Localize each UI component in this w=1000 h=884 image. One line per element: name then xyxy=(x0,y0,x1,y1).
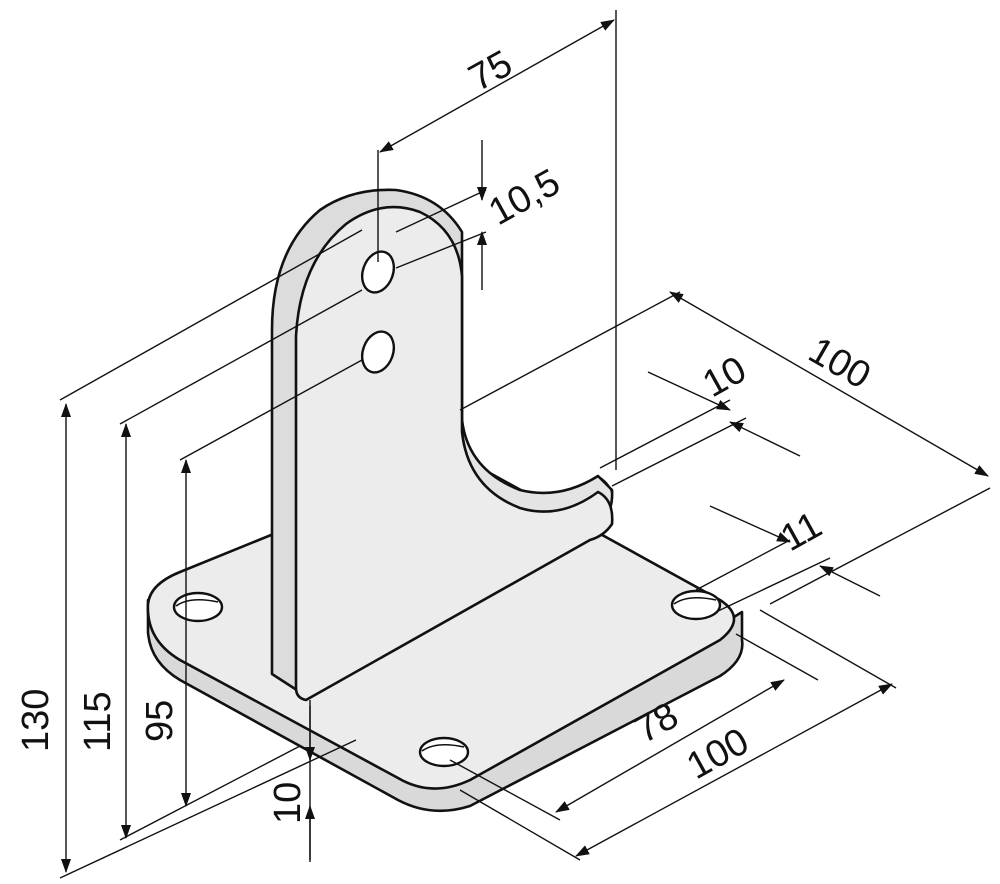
dimension-labels: 75 10,5 100 10 11 78 100 10 130 115 95 xyxy=(15,43,877,824)
dim-label-top-width: 75 xyxy=(462,43,519,100)
upright-hole-lower xyxy=(360,330,396,374)
base-hole-left xyxy=(172,591,224,623)
dim-line-75 xyxy=(379,19,615,153)
dim-label-plate-thickness: 10 xyxy=(267,782,309,824)
dim-label-lower-hole-height: 95 xyxy=(139,700,181,742)
upright-plate xyxy=(270,188,614,702)
dim-line-100-depth xyxy=(669,291,989,477)
extension-lines xyxy=(59,10,991,879)
dim-label-upper-hole-height: 115 xyxy=(77,691,119,752)
dim-line-100-width xyxy=(575,683,893,857)
dim-label-base-width: 100 xyxy=(680,720,756,787)
dim-line-10-flange-b xyxy=(729,421,801,457)
base-hole-right xyxy=(670,589,722,621)
dim-line-11-b xyxy=(819,565,881,597)
dim-label-hole-diameter: 10,5 xyxy=(482,161,567,234)
dim-label-base-depth: 100 xyxy=(802,329,878,397)
dim-label-total-height: 130 xyxy=(15,689,57,752)
dimension-lines xyxy=(61,19,989,873)
dim-line-10-flange-a xyxy=(647,371,731,411)
dim-line-11-a xyxy=(709,505,791,543)
dim-label-base-hole-diameter: 11 xyxy=(774,504,829,560)
upright-hole-upper xyxy=(360,250,396,294)
base-hole-front xyxy=(418,736,470,768)
dim-label-flange-thickness: 10 xyxy=(696,349,753,406)
